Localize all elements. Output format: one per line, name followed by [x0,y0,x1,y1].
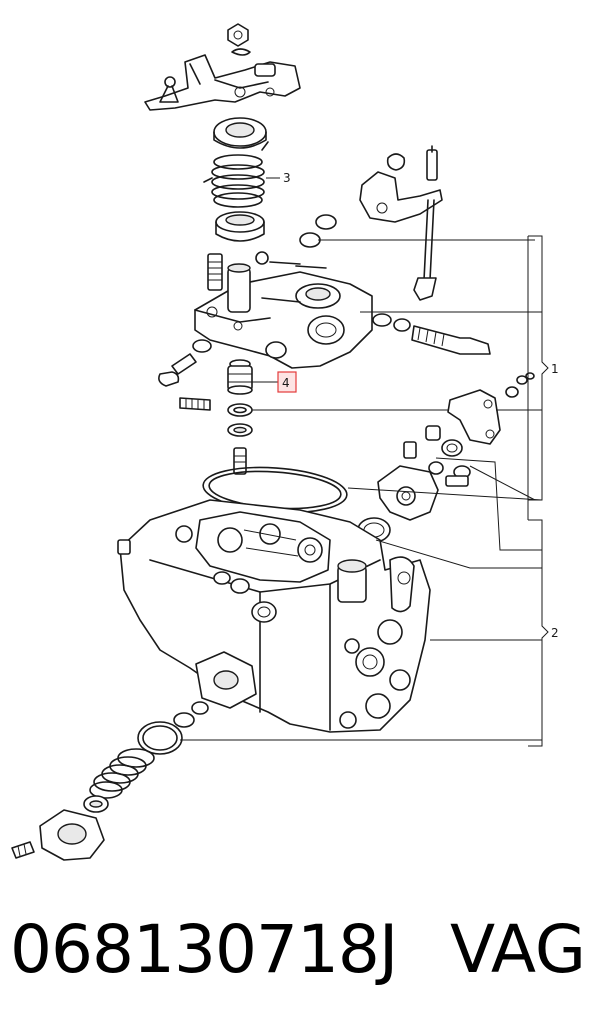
left-small-parts [158,339,212,411]
callout-2: 2 [551,626,559,640]
injection-pump-body [117,499,431,733]
callout-4-box [277,371,297,393]
spring-3 [203,141,280,208]
right-small-parts [377,372,535,521]
leader-lines [180,239,543,741]
governor-lever-assembly [144,23,301,111]
part-info-footer: 068130718J VAG [0,900,600,1010]
part-number: 068130718J [10,911,398,988]
plunger-rod-right [372,313,491,355]
exploded-parts-diagram: 3 [11,23,559,861]
callout-4: 4 [282,376,290,390]
brand-name: VAG [449,911,586,988]
part-4-valve [227,359,278,395]
pump-cover-housing [194,251,373,369]
o-rings-center [227,403,448,475]
drive-shaft-parts [11,701,209,861]
callout-3: 3 [283,171,291,185]
cup-seal [215,211,265,242]
seal-ring-top [213,117,267,149]
throttle-linkage [299,145,443,301]
group-brackets [527,235,549,747]
callout-1: 1 [551,362,559,376]
